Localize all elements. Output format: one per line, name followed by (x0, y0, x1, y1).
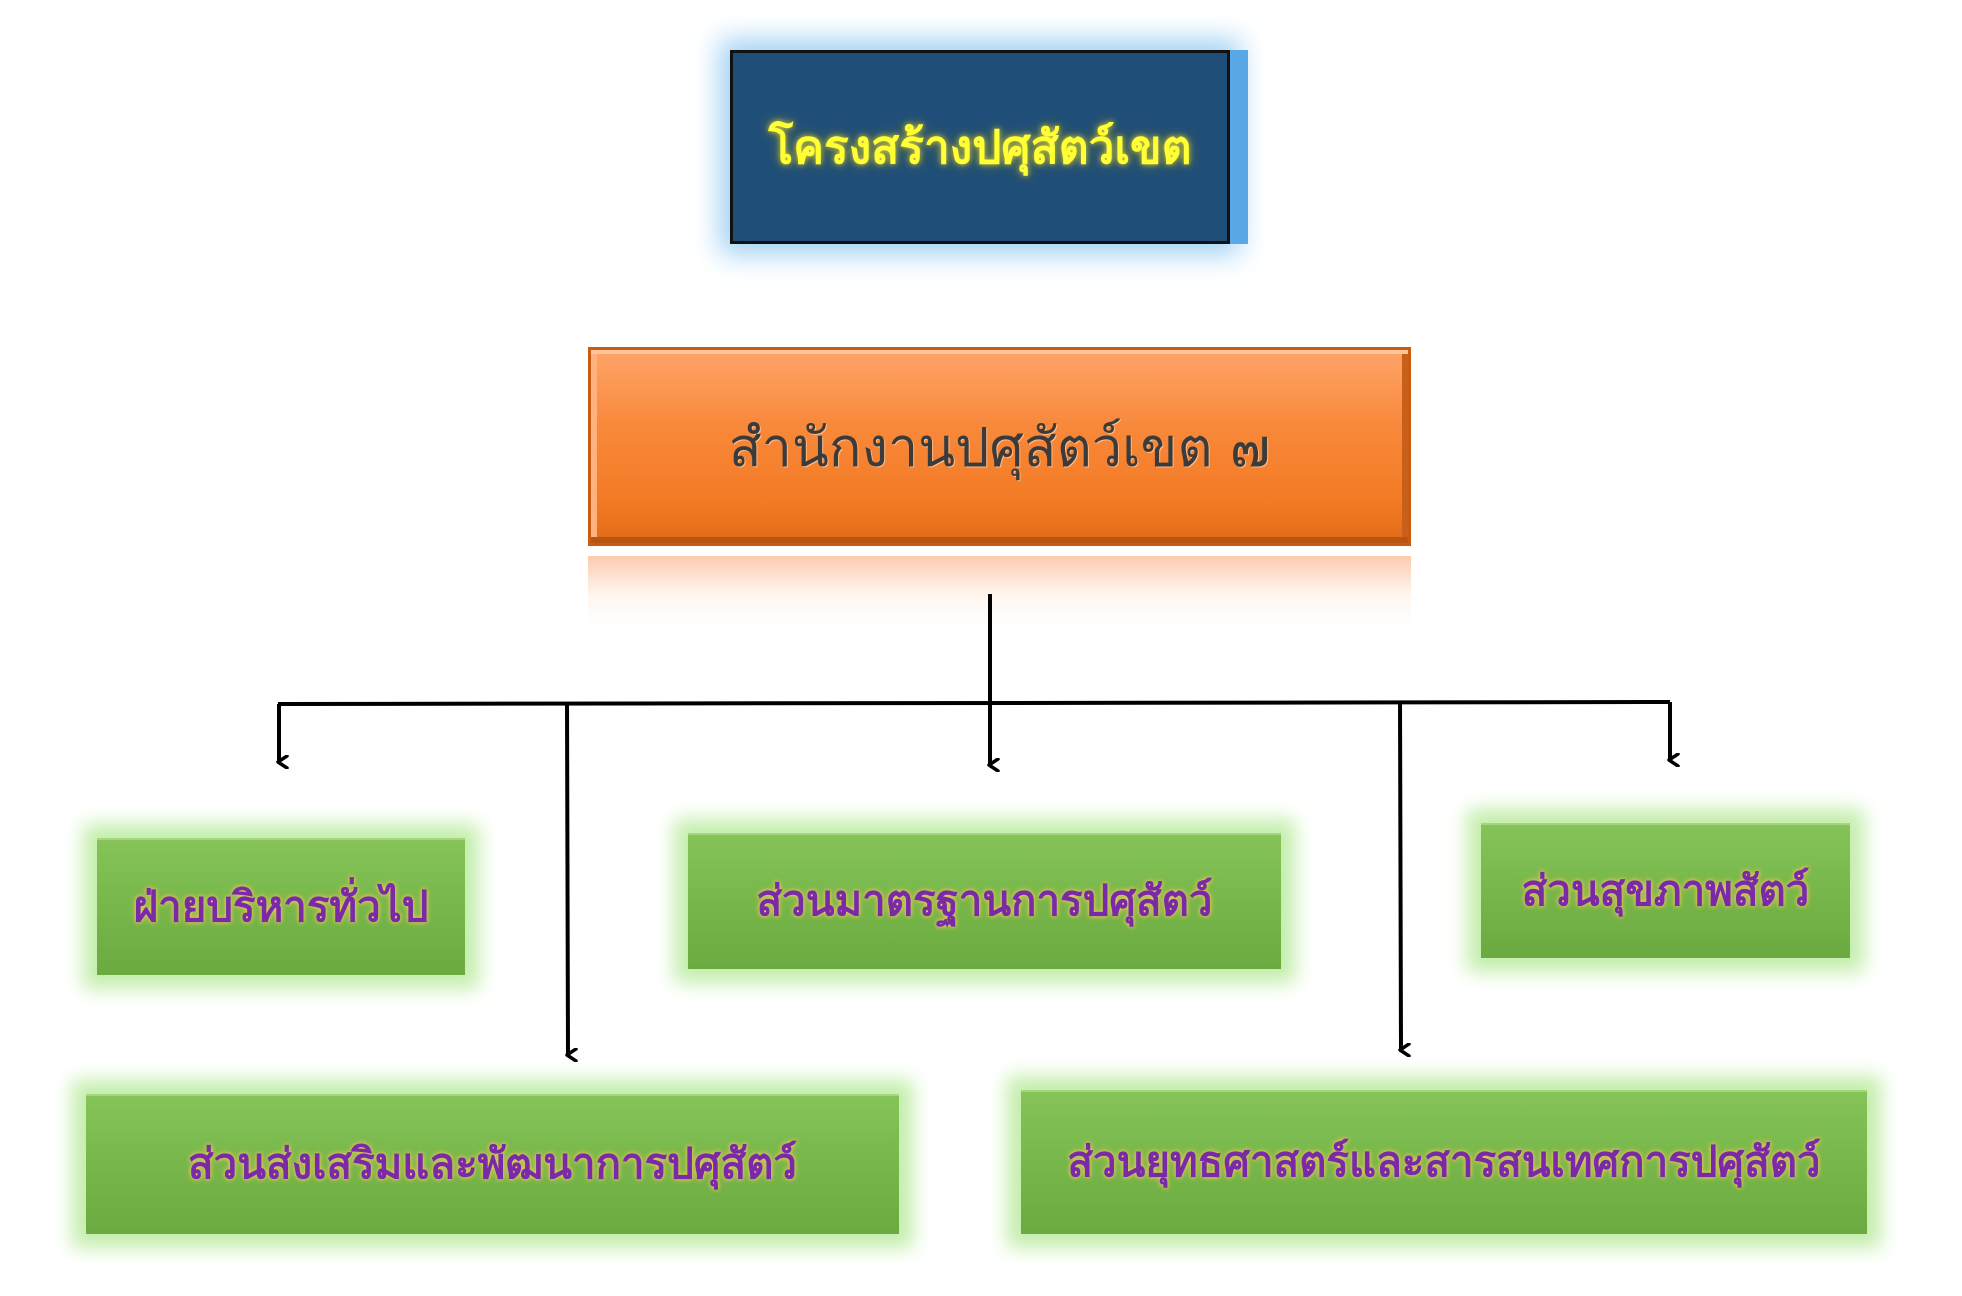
unit-livestock-promotion: ส่วนส่งเสริมและพัฒนาการปศุสัตว์ (86, 1094, 899, 1234)
chart-title-box: โครงสร้างปศุสัตว์เขต (730, 50, 1230, 244)
unit-strategy-info-label: ส่วนยุทธศาสตร์และสารสนเทศการปศุสัตว์ (1067, 1137, 1821, 1186)
unit-livestock-standards: ส่วนมาตรฐานการปศุสัตว์ (688, 833, 1281, 969)
office-node: สำนักงานปศุสัตว์เขต ๗ (588, 347, 1411, 546)
unit-general-admin: ฝ่ายบริหารทั่วไป (97, 838, 465, 975)
office-reflection (588, 556, 1411, 628)
unit-livestock-standards-label: ส่วนมาตรฐานการปศุสัตว์ (756, 876, 1213, 925)
connector-strategy-info (1398, 701, 1401, 1050)
connector-bus (277, 700, 1671, 706)
unit-livestock-promotion-label: ส่วนส่งเสริมและพัฒนาการปศุสัตว์ (188, 1139, 797, 1188)
connector-livestock-promotion (565, 703, 568, 1055)
office-label: สำนักงานปศุสัตว์เขต ๗ (728, 415, 1271, 479)
unit-animal-health-label: ส่วนสุขภาพสัตว์ (1521, 865, 1810, 915)
unit-general-admin-label: ฝ่ายบริหารทั่วไป (133, 881, 429, 931)
unit-strategy-info: ส่วนยุทธศาสตร์และสารสนเทศการปศุสัตว์ (1021, 1090, 1867, 1234)
chart-title: โครงสร้างปศุสัตว์เขต (768, 119, 1192, 174)
unit-animal-health: ส่วนสุขภาพสัตว์ (1481, 823, 1850, 958)
